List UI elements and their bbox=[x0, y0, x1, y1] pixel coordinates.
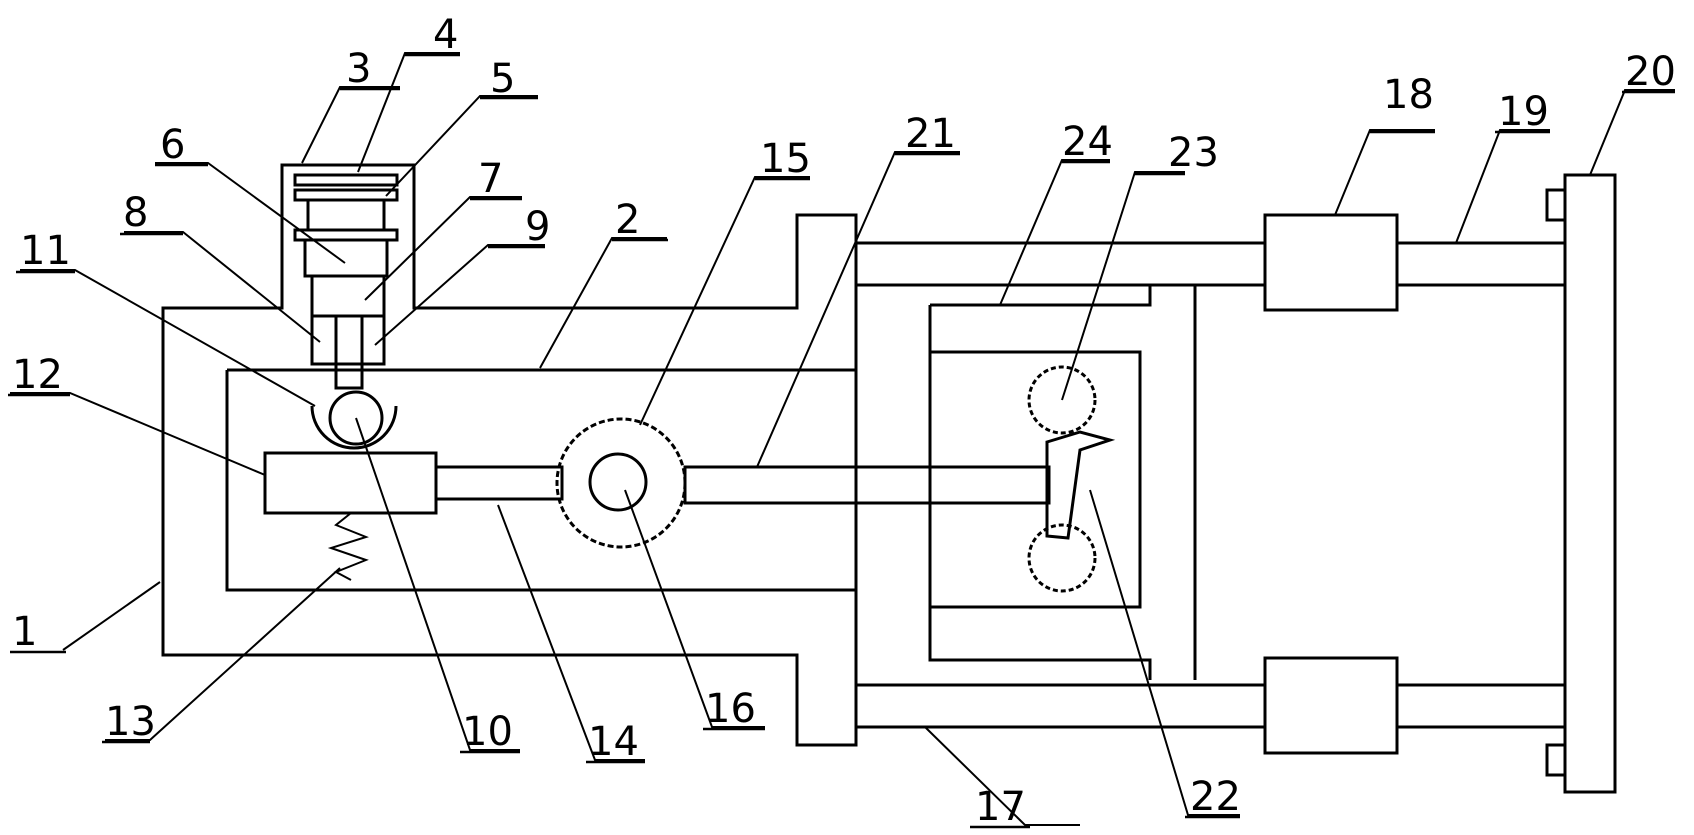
roller-half-ring bbox=[310, 405, 398, 450]
callout-1: 1 bbox=[12, 609, 37, 655]
leader-lines bbox=[10, 52, 1675, 826]
coupling bbox=[310, 274, 386, 318]
roller bbox=[328, 390, 384, 446]
guide-rail-bottom bbox=[856, 683, 1565, 729]
end-plate-bolt-top bbox=[1545, 188, 1567, 222]
callout-8: 8 bbox=[123, 190, 148, 236]
outer-housing bbox=[161, 163, 858, 747]
guide-rail-top bbox=[856, 241, 1565, 287]
callout-20: 20 bbox=[1625, 49, 1676, 95]
crank-wheel-bottom bbox=[1027, 523, 1097, 593]
end-plate-bolt-bottom bbox=[1545, 743, 1567, 777]
callout-3: 3 bbox=[346, 46, 371, 92]
callout-5: 5 bbox=[490, 56, 515, 102]
slide-block-bottom bbox=[1263, 656, 1399, 755]
callout-18: 18 bbox=[1383, 72, 1434, 118]
push-rod bbox=[683, 465, 1051, 505]
callout-9: 9 bbox=[525, 204, 550, 250]
crank-wheel-top bbox=[1027, 365, 1097, 435]
callout-24: 24 bbox=[1062, 119, 1113, 165]
slider-block bbox=[263, 451, 438, 515]
callout-6: 6 bbox=[160, 122, 185, 168]
callout-22: 22 bbox=[1190, 774, 1241, 820]
slide-frame bbox=[928, 285, 1152, 680]
callout-11: 11 bbox=[20, 228, 71, 274]
motor-body bbox=[293, 173, 399, 187]
crank-link bbox=[1045, 430, 1116, 540]
callout-21: 21 bbox=[905, 111, 956, 157]
callout-12: 12 bbox=[12, 352, 63, 398]
end-plate bbox=[1563, 173, 1617, 794]
motor-ring bbox=[306, 198, 386, 232]
callout-17: 17 bbox=[975, 784, 1026, 830]
slide-block-top bbox=[1263, 213, 1399, 312]
inner-frame bbox=[225, 368, 856, 592]
callout-10: 10 bbox=[462, 709, 513, 755]
callout-4: 4 bbox=[433, 12, 458, 58]
shaft-holder bbox=[310, 314, 386, 366]
connecting-rod bbox=[434, 465, 564, 501]
callout-7: 7 bbox=[478, 156, 503, 202]
callout-13: 13 bbox=[105, 699, 156, 745]
callout-23: 23 bbox=[1168, 130, 1219, 176]
callout-2: 2 bbox=[615, 197, 640, 243]
callout-15: 15 bbox=[760, 136, 811, 182]
callout-16: 16 bbox=[705, 686, 756, 732]
callout-14: 14 bbox=[588, 719, 639, 765]
callout-labels: 1 2 3 4 5 6 7 8 9 10 11 12 13 14 15 16 1… bbox=[12, 12, 1676, 830]
drive-rod bbox=[334, 314, 364, 390]
gear bbox=[555, 417, 687, 549]
motor-base bbox=[303, 238, 389, 278]
spring bbox=[327, 512, 369, 581]
callout-19: 19 bbox=[1498, 89, 1549, 135]
gear-hub bbox=[588, 452, 648, 512]
label-underlines bbox=[8, 53, 1675, 829]
